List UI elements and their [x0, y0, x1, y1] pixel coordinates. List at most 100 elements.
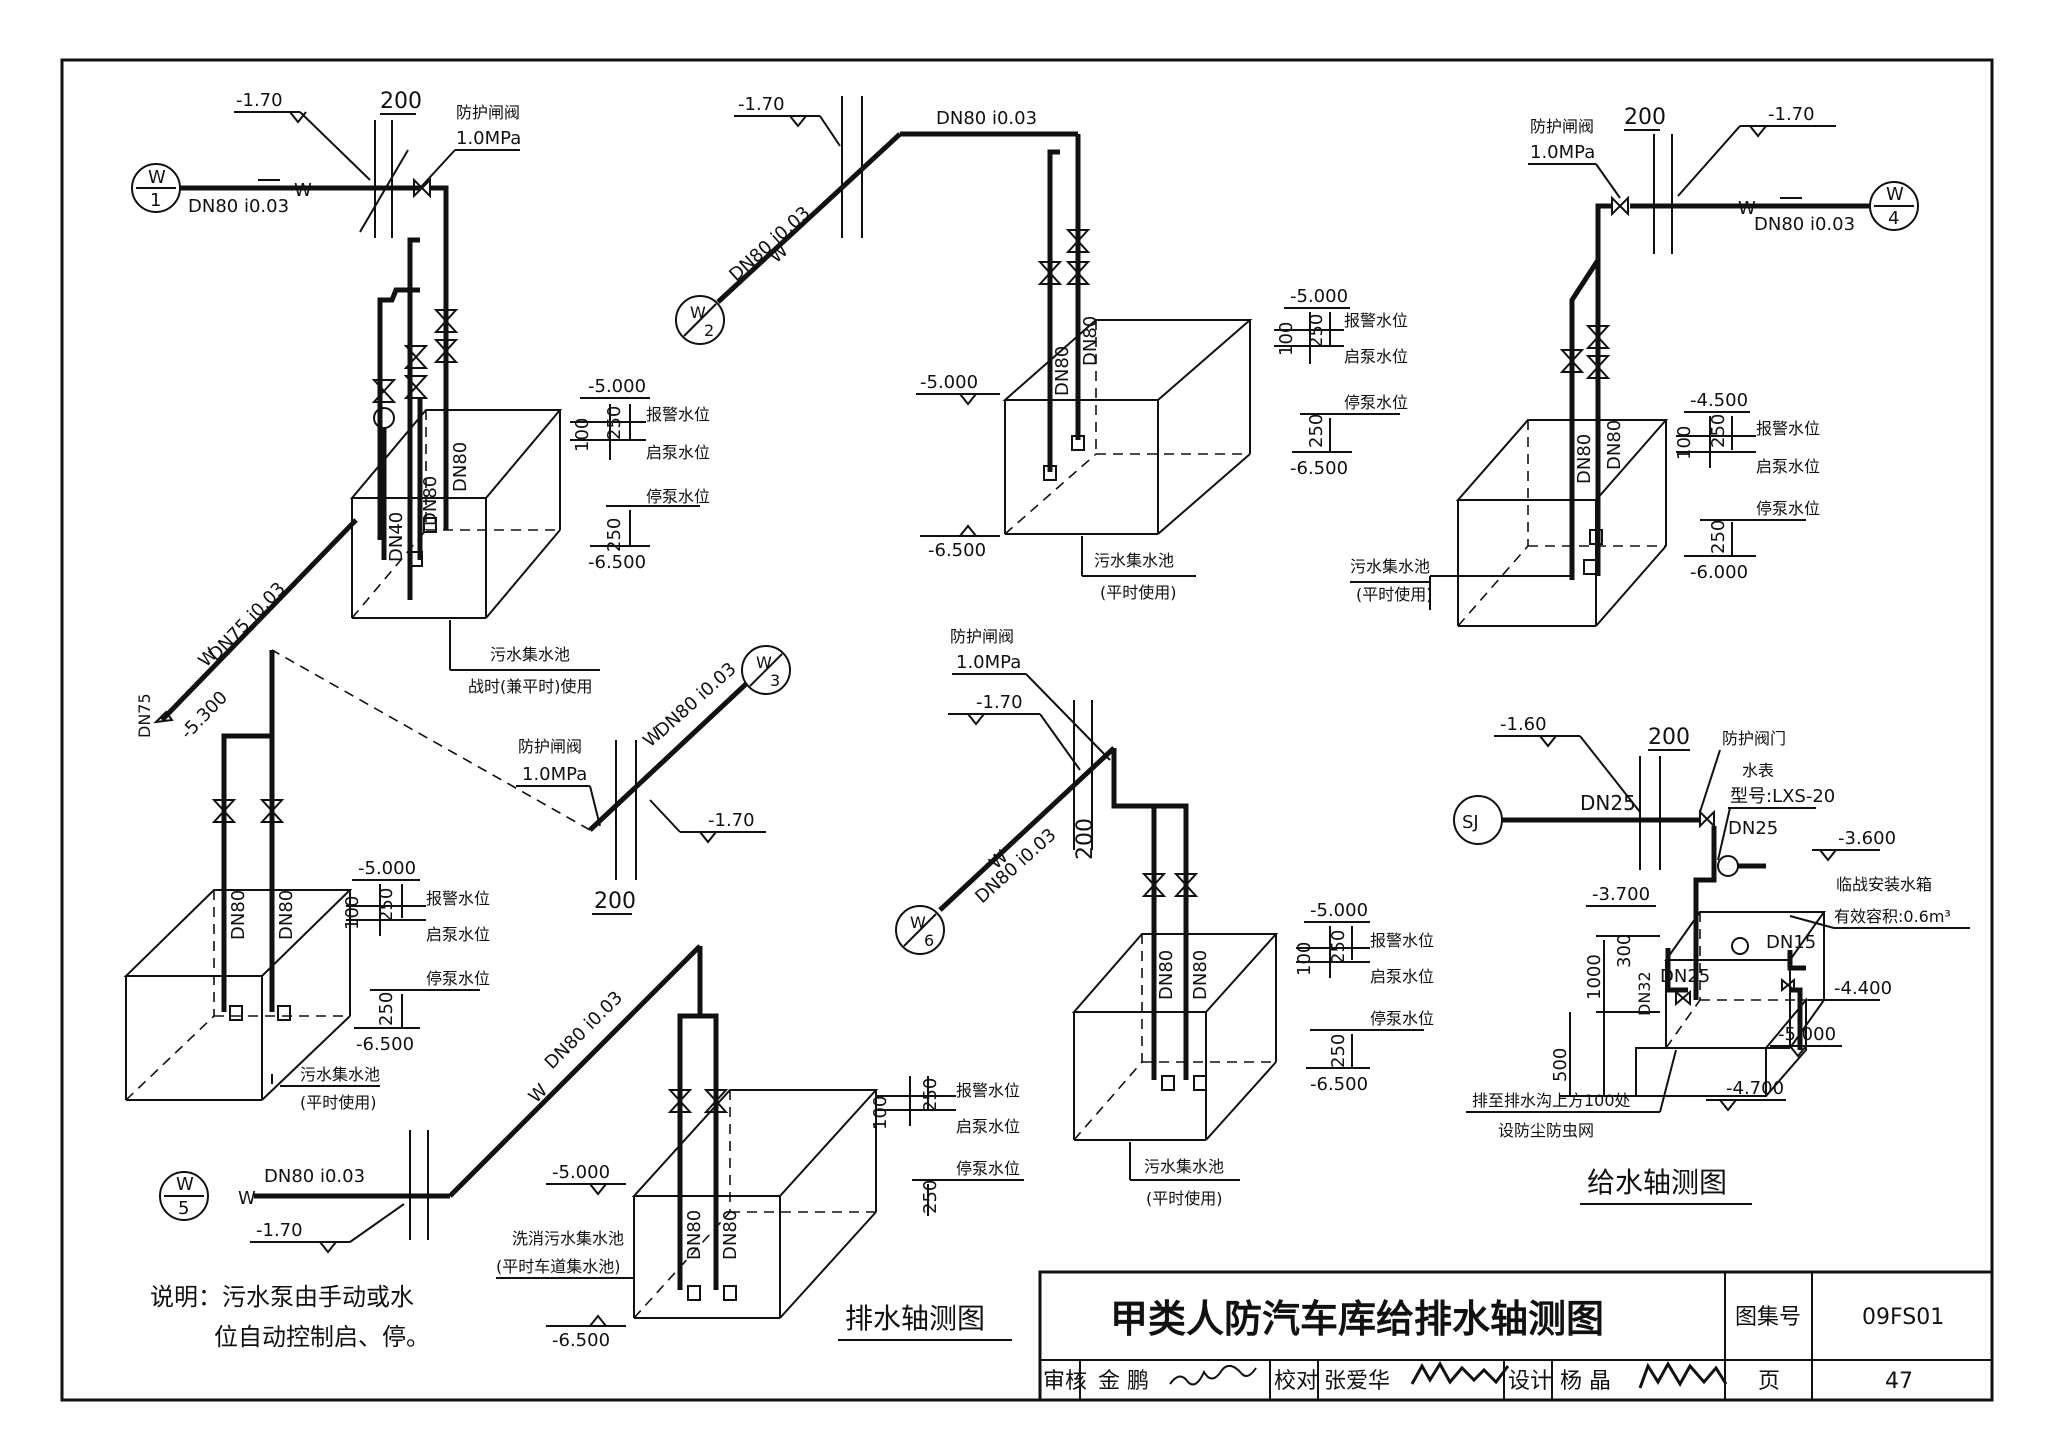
svg-text:(平时使用): (平时使用)	[1146, 1189, 1223, 1208]
svg-text:100: 100	[342, 896, 363, 930]
svg-text:-6.500: -6.500	[1290, 458, 1348, 479]
svg-text:W: W	[756, 653, 772, 672]
reviewer-name: 金 鹏	[1098, 1369, 1149, 1394]
svg-text:停泵水位: 停泵水位	[646, 487, 710, 506]
svg-text:DN80: DN80	[450, 442, 471, 492]
svg-text:DN80: DN80	[1080, 316, 1101, 366]
svg-text:报警水位: 报警水位	[1344, 311, 1408, 330]
svg-text:DN80: DN80	[720, 1210, 741, 1260]
pipe-w3-main	[588, 682, 748, 832]
pipe-w1-label: DN80 i0.03	[188, 196, 289, 217]
designer-signature	[1638, 1361, 1728, 1389]
svg-text:100: 100	[1674, 426, 1695, 460]
svg-text:停泵水位: 停泵水位	[1756, 499, 1820, 518]
svg-text:W: W	[525, 1080, 553, 1108]
node-w2	[675, 295, 725, 345]
svg-text:-6.500: -6.500	[552, 1330, 610, 1351]
svg-text:污水集水池: 污水集水池	[1350, 557, 1430, 576]
svg-text:-6.500: -6.500	[1310, 1074, 1368, 1095]
svg-text:DN80 i0.03: DN80 i0.03	[264, 1166, 365, 1187]
svg-text:DN80: DN80	[1052, 346, 1073, 396]
svg-text:(平时车道集水池): (平时车道集水池)	[496, 1257, 621, 1276]
svg-text:洗消污水集水池: 洗消污水集水池	[512, 1229, 624, 1248]
svg-text:4: 4	[1888, 208, 1899, 229]
svg-text:-6.500: -6.500	[588, 552, 646, 573]
svg-text:防护闸阀: 防护闸阀	[950, 627, 1014, 646]
svg-text:1: 1	[150, 190, 161, 211]
svg-text:W: W	[690, 303, 706, 322]
svg-text:DN80: DN80	[1190, 950, 1211, 1000]
svg-text:1.0MPa: 1.0MPa	[522, 764, 587, 785]
svg-text:报警水位: 报警水位	[1756, 419, 1820, 438]
water-meter-icon	[1717, 855, 1739, 877]
note-line-1: 说明：污水泵由手动或水	[150, 1283, 414, 1311]
svg-text:报警水位: 报警水位	[1370, 931, 1434, 950]
svg-text:DN80: DN80	[1156, 950, 1177, 1000]
svg-text:1000: 1000	[1584, 954, 1605, 1000]
svg-text:报警水位: 报警水位	[646, 405, 710, 424]
svg-text:250: 250	[1328, 1034, 1349, 1068]
pipe-w6-main	[938, 746, 1116, 912]
svg-text:DN80: DN80	[684, 1210, 705, 1260]
review-label: 审核	[1043, 1369, 1087, 1394]
svg-text:-1.60: -1.60	[1500, 714, 1547, 735]
svg-text:污水集水池: 污水集水池	[490, 645, 570, 664]
svg-text:-5.000: -5.000	[1310, 900, 1368, 921]
reviewer-signature	[1169, 1364, 1257, 1386]
svg-text:W: W	[238, 1188, 256, 1209]
svg-text:200: 200	[380, 89, 422, 114]
svg-text:有效容积:0.6m³: 有效容积:0.6m³	[1834, 907, 1951, 926]
svg-text:污水集水池: 污水集水池	[300, 1065, 380, 1084]
svg-text:-1.70: -1.70	[976, 692, 1023, 713]
node-w6	[895, 905, 945, 955]
svg-text:临战安装水箱: 临战安装水箱	[1836, 875, 1932, 894]
svg-text:防护闸阀: 防护闸阀	[456, 103, 520, 122]
pipe-w2-main	[716, 132, 902, 304]
node-w3	[741, 645, 791, 695]
checker-name: 张爱华	[1324, 1369, 1390, 1394]
svg-text:设防尘防虫网: 设防尘防虫网	[1498, 1121, 1594, 1140]
svg-text:250: 250	[1306, 414, 1327, 448]
svg-text:100: 100	[1276, 322, 1297, 356]
svg-text:200: 200	[1624, 105, 1666, 130]
system-w6: W 6 DN80 i0.03 W 防护闸阀 1.0MPa -1.70 200 D…	[895, 627, 1434, 1208]
svg-text:250: 250	[1708, 414, 1729, 448]
svg-text:100: 100	[870, 1096, 891, 1130]
svg-text:200: 200	[594, 889, 636, 914]
svg-text:250: 250	[920, 1078, 941, 1112]
svg-text:200: 200	[1648, 725, 1690, 750]
svg-text:250: 250	[604, 518, 625, 552]
svg-text:W: W	[176, 1174, 194, 1195]
svg-text:防护闸阀: 防护闸阀	[518, 737, 582, 756]
svg-text:-5.000: -5.000	[1778, 1024, 1836, 1045]
svg-text:DN80 i0.03: DN80 i0.03	[1754, 214, 1855, 235]
svg-text:6: 6	[924, 931, 934, 950]
system-w3: W 3 DN80 i0.03 W 防护闸阀 1.0MPa 200 -1.70 D…	[123, 645, 791, 1112]
svg-text:启泵水位: 启泵水位	[1756, 457, 1820, 476]
svg-text:-1.70: -1.70	[256, 1220, 303, 1241]
svg-text:战时(兼平时)使用: 战时(兼平时)使用	[468, 677, 593, 696]
svg-text:-1.70: -1.70	[236, 90, 283, 111]
svg-text:250: 250	[376, 992, 397, 1026]
svg-text:250: 250	[1708, 520, 1729, 554]
svg-text:-6.000: -6.000	[1690, 562, 1748, 583]
page-number: 47	[1885, 1369, 1913, 1394]
drawing-title: 甲类人防汽车库给排水轴测图	[1110, 1297, 1604, 1341]
svg-text:-1.70: -1.70	[1768, 104, 1815, 125]
svg-text:DN32: DN32	[1635, 971, 1654, 1016]
svg-text:报警水位: 报警水位	[426, 889, 490, 908]
svg-text:-3.700: -3.700	[1592, 884, 1650, 905]
atlas-label: 图集号	[1735, 1305, 1801, 1330]
svg-text:-5.000: -5.000	[1290, 286, 1348, 307]
svg-text:1.0MPa: 1.0MPa	[456, 128, 521, 149]
svg-text:(平时使用): (平时使用)	[1100, 583, 1177, 602]
svg-text:排至排水沟上方100处: 排至排水沟上方100处	[1472, 1091, 1631, 1110]
supply-caption: 给水轴测图	[1587, 1166, 1727, 1199]
node-w5	[159, 1171, 209, 1221]
svg-text:DN25: DN25	[1728, 818, 1778, 839]
svg-text:-5.000: -5.000	[552, 1162, 610, 1183]
svg-text:启泵水位: 启泵水位	[426, 925, 490, 944]
svg-text:250: 250	[1328, 930, 1349, 964]
svg-text:启泵水位: 启泵水位	[956, 1117, 1020, 1136]
